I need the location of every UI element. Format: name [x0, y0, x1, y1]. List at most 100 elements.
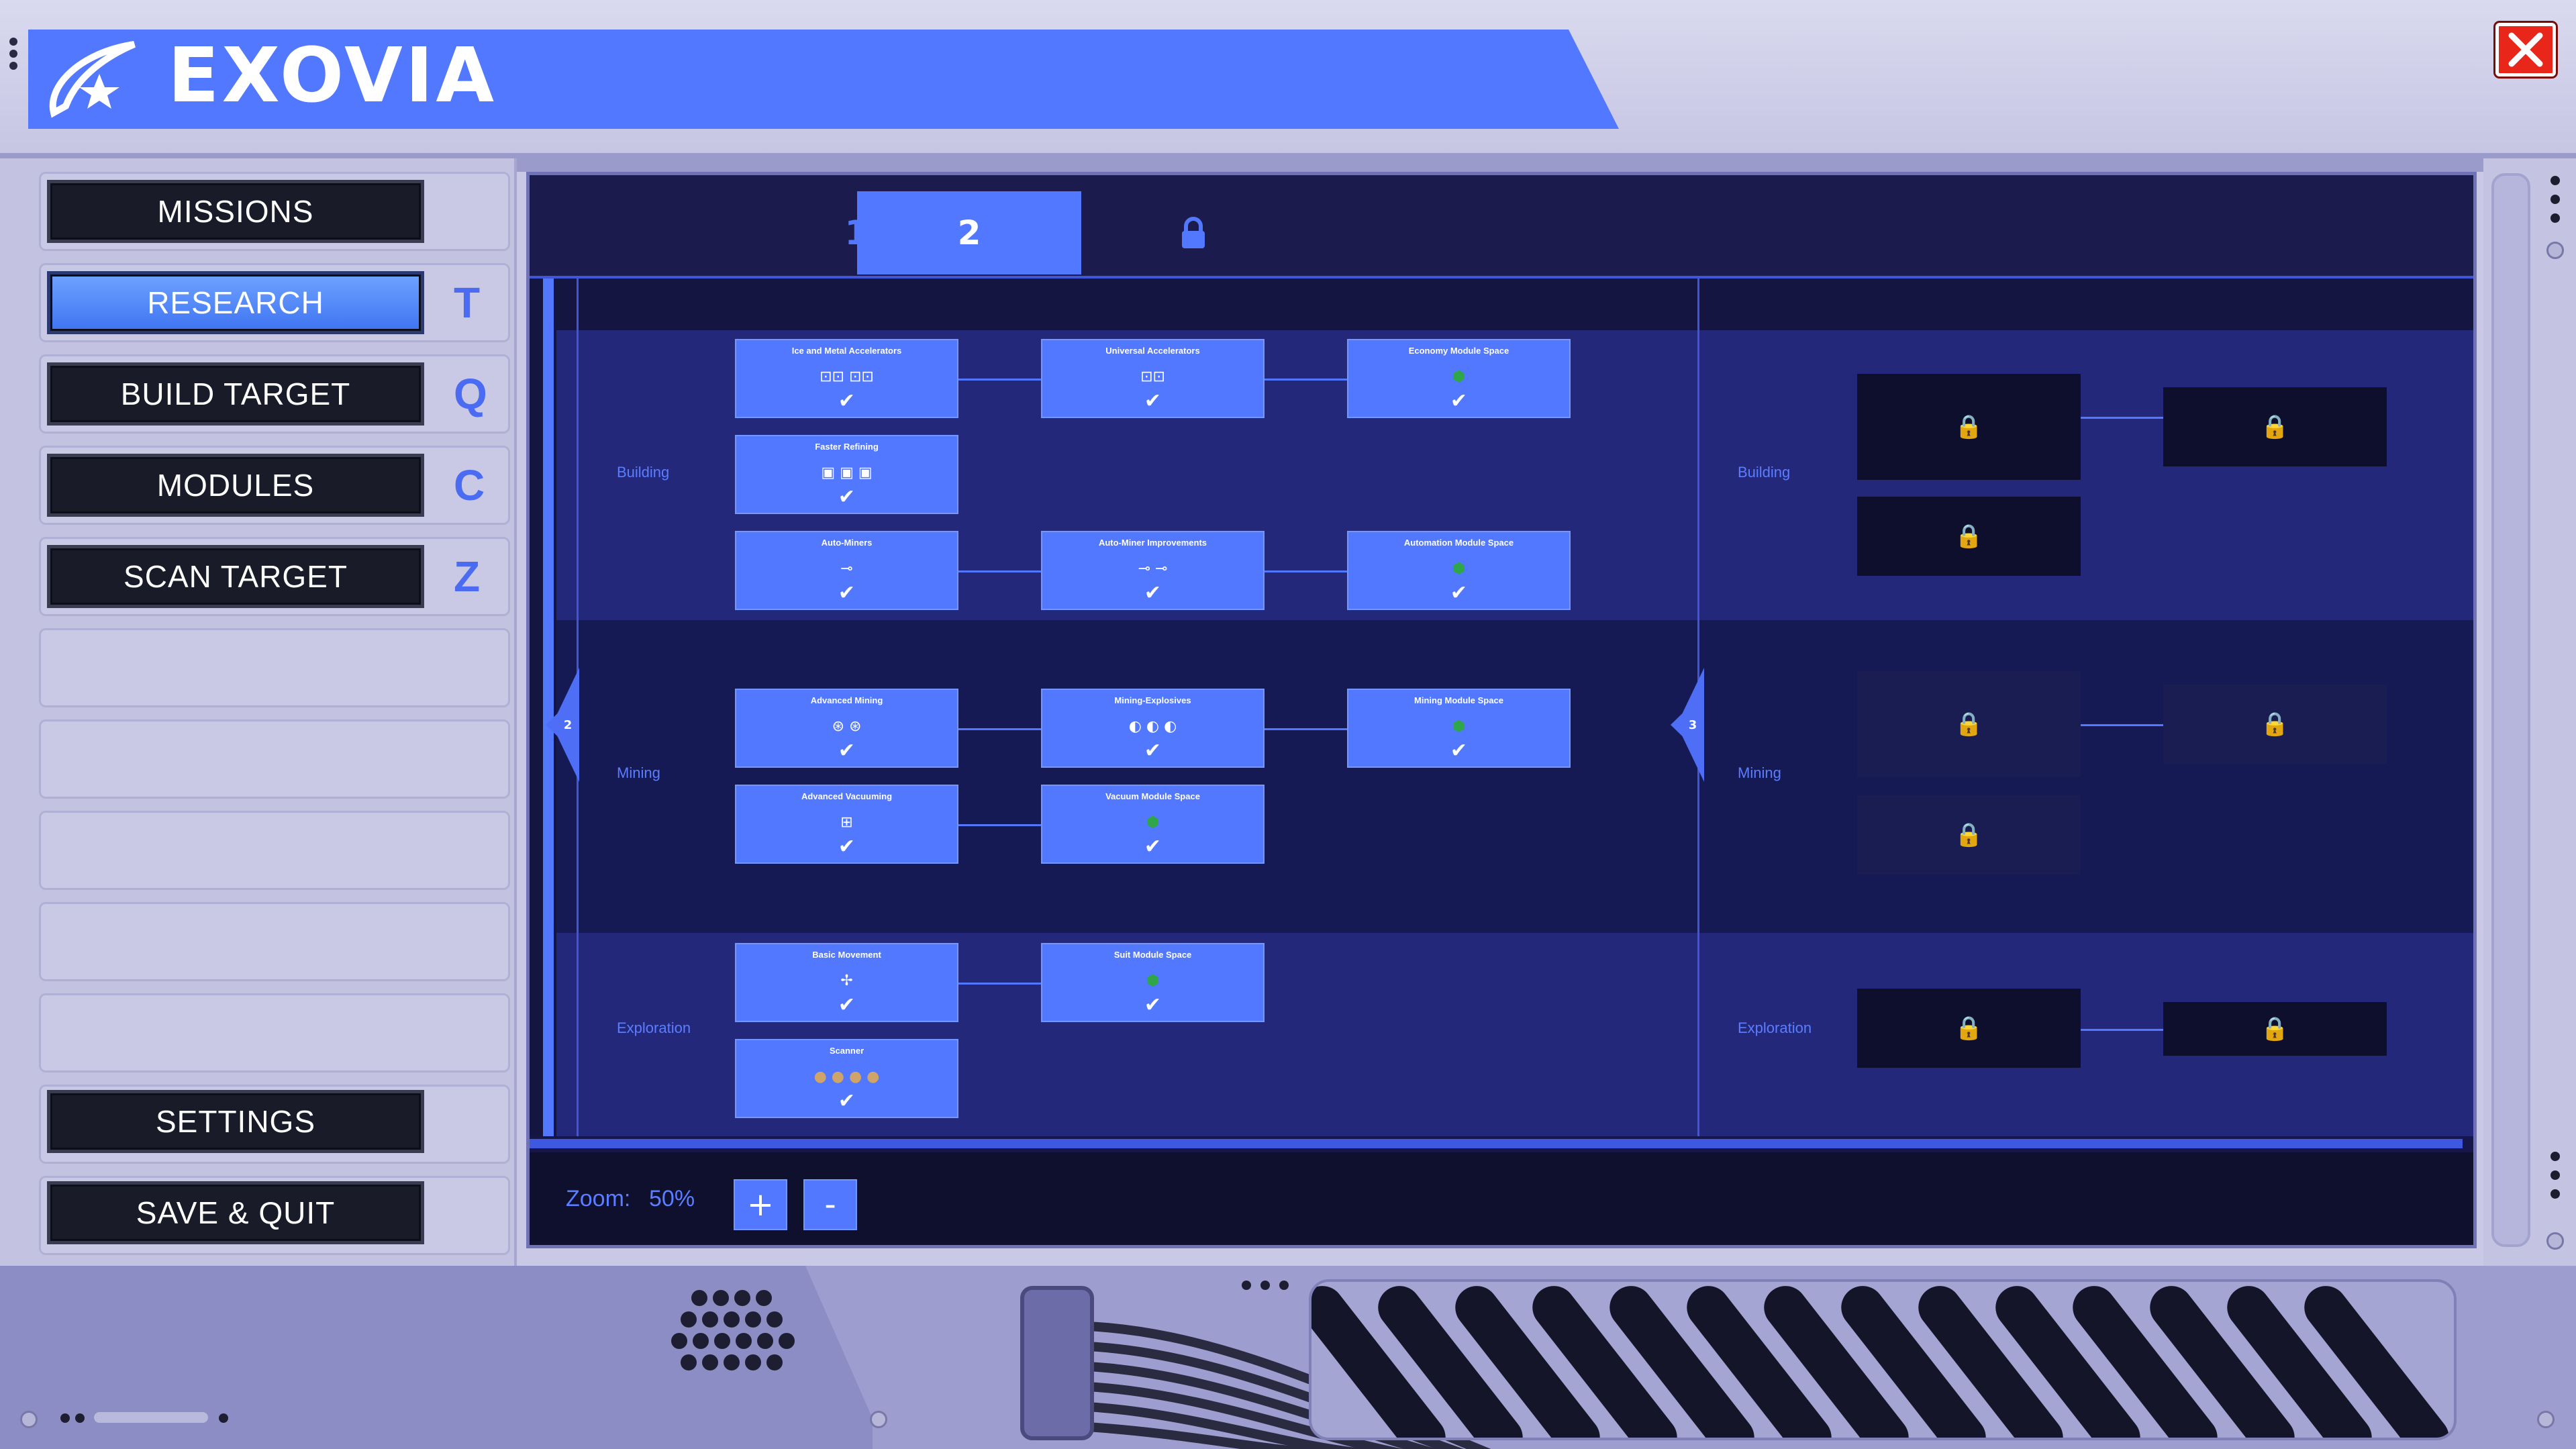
research-node-mining-explosives[interactable]: Mining-Explosives ◐ ◐ ◐ ✔ [1041, 689, 1265, 768]
scan-target-button[interactable]: SCAN TARGET [47, 545, 424, 608]
locked-research-node[interactable]: 🔒 [2163, 1002, 2387, 1056]
save-quit-button[interactable]: SAVE & QUIT [47, 1181, 424, 1244]
research-node-faster-refining[interactable]: Faster Refining ▣ ▣ ▣ ✔ [735, 435, 958, 514]
checkmark-icon: ✔ [838, 485, 856, 509]
modules-button[interactable]: MODULES [47, 454, 424, 517]
research-node-auto-miner-improvements[interactable]: Auto-Miner Improvements ⊸ ⊸ ✔ [1041, 531, 1265, 610]
modules-hotkey: C [454, 461, 485, 509]
tree-link [1265, 379, 1347, 381]
zoom-in-button[interactable]: + [734, 1179, 787, 1230]
research-button[interactable]: RESEARCH [47, 271, 424, 334]
node-title: Ice and Metal Accelerators [791, 346, 902, 356]
research-node-ice-metal-accelerators[interactable]: Ice and Metal Accelerators ⊡⊡ ⊡⊡ ✔ [735, 339, 958, 418]
checkmark-icon: ✔ [1144, 739, 1162, 762]
locked-research-node[interactable]: 🔒 [1857, 374, 2081, 480]
frame-dot-icon [2550, 213, 2560, 223]
tab-2[interactable]: 2 [857, 191, 1081, 274]
checkmark-icon: ✔ [838, 581, 856, 605]
zoom-out-button[interactable]: - [803, 1179, 857, 1230]
app-title: EXOVIA [168, 32, 497, 119]
screw-icon [20, 1411, 38, 1428]
row-label-mining-next: Mining [1738, 764, 1781, 781]
node-icons: ⊸ [840, 560, 853, 577]
missions-button[interactable]: MISSIONS [47, 180, 424, 243]
tree-link [958, 983, 1041, 985]
research-node-automation-module-space[interactable]: Automation Module Space ⬢ ✔ [1347, 531, 1571, 610]
vent-panel [1309, 1279, 2457, 1440]
screw-icon [870, 1411, 887, 1428]
checkmark-icon: ✔ [838, 993, 856, 1017]
sidebar-slot [39, 628, 510, 707]
screw-icon [2537, 1411, 2555, 1428]
node-icons: ● ● ● ● [813, 1068, 880, 1085]
lock-icon: 🔒 [1954, 711, 1983, 738]
research-node-mining-module-space[interactable]: Mining Module Space ⬢ ✔ [1347, 689, 1571, 768]
row-band-mining [556, 620, 2473, 933]
vertical-scrollbar[interactable] [2491, 173, 2530, 1247]
research-tree[interactable]: Building Mining Exploration Building Min… [530, 279, 2473, 1136]
scan-target-hotkey: Z [454, 552, 481, 601]
checkmark-icon: ✔ [1450, 581, 1468, 605]
module-hex-icon: ⬢ [1452, 718, 1466, 735]
scrollbar-thumb[interactable] [530, 1139, 2463, 1148]
horizontal-scrollbar[interactable] [530, 1136, 2473, 1152]
node-icons: ⊡⊡ [1140, 368, 1165, 385]
frame-dot-icon [2550, 176, 2560, 185]
settings-button[interactable]: SETTINGS [47, 1090, 424, 1153]
row-label-exploration-next: Exploration [1738, 1019, 1812, 1036]
frame-dot-icon [2550, 1170, 2560, 1180]
tree-link [1265, 570, 1347, 572]
tab-locked[interactable] [1081, 191, 1305, 274]
checkmark-icon: ✔ [838, 1089, 856, 1113]
locked-research-node[interactable]: 🔒 [1857, 795, 2081, 875]
speaker-grille-icon [671, 1290, 799, 1384]
node-title: Automation Module Space [1403, 538, 1514, 548]
sidebar-slot [39, 993, 510, 1072]
prev-page-number: 2 [563, 717, 573, 732]
node-title: Mining Module Space [1414, 695, 1503, 705]
close-button[interactable] [2495, 23, 2556, 77]
row-label-mining: Mining [617, 764, 660, 781]
zoom-value: 50% [649, 1186, 695, 1211]
row-label-exploration: Exploration [617, 1019, 691, 1036]
node-title: Vacuum Module Space [1105, 791, 1200, 801]
indicator-dot-icon [60, 1413, 70, 1423]
lock-icon: 🔒 [1954, 821, 1983, 848]
bottom-frame [0, 1266, 2576, 1449]
tree-link [2081, 724, 2163, 726]
tree-link [958, 824, 1041, 826]
research-node-scanner[interactable]: Scanner ● ● ● ● ✔ [735, 1039, 958, 1118]
close-icon [2508, 32, 2543, 67]
research-node-universal-accelerators[interactable]: Universal Accelerators ⊡⊡ ✔ [1041, 339, 1265, 418]
checkmark-icon: ✔ [1144, 389, 1162, 413]
research-node-vacuum-module-space[interactable]: Vacuum Module Space ⬢ ✔ [1041, 785, 1265, 864]
research-hotkey: T [454, 279, 481, 327]
research-node-advanced-mining[interactable]: Advanced Mining ⊛ ⊛ ✔ [735, 689, 958, 768]
node-title: Mining-Explosives [1114, 695, 1191, 705]
indicator-dot-icon [1242, 1281, 1251, 1290]
build-target-button[interactable]: BUILD TARGET [47, 362, 424, 426]
research-node-suit-module-space[interactable]: Suit Module Space ⬢ ✔ [1041, 943, 1265, 1022]
status-pill [94, 1412, 208, 1423]
research-node-auto-miners[interactable]: Auto-Miners ⊸ ✔ [735, 531, 958, 610]
node-icons: ⊡⊡ ⊡⊡ [820, 368, 874, 385]
node-icons: ⊸ ⊸ [1138, 560, 1168, 577]
research-node-advanced-vacuuming[interactable]: Advanced Vacuuming ⊞ ✔ [735, 785, 958, 864]
frame-dot-icon [2550, 1152, 2560, 1161]
locked-research-node[interactable]: 🔒 [2163, 387, 2387, 466]
checkmark-icon: ✔ [1144, 581, 1162, 605]
locked-research-node[interactable]: 🔒 [2163, 685, 2387, 764]
node-title: Suit Module Space [1113, 950, 1192, 960]
locked-research-node[interactable]: 🔒 [1857, 989, 2081, 1068]
locked-research-node[interactable]: 🔒 [1857, 671, 2081, 777]
research-node-basic-movement[interactable]: Basic Movement ✢ ✔ [735, 943, 958, 1022]
next-page-number: 3 [1688, 717, 1697, 732]
research-node-economy-module-space[interactable]: Economy Module Space ⬢ ✔ [1347, 339, 1571, 418]
indicator-dot-icon [219, 1413, 228, 1423]
locked-research-node[interactable]: 🔒 [1857, 497, 2081, 576]
lock-icon: 🔒 [2261, 711, 2289, 738]
frame-dots-icon [9, 38, 19, 71]
header-banner [28, 30, 1619, 129]
checkmark-icon: ✔ [1144, 993, 1162, 1017]
cable-connector-icon [1020, 1286, 1094, 1440]
